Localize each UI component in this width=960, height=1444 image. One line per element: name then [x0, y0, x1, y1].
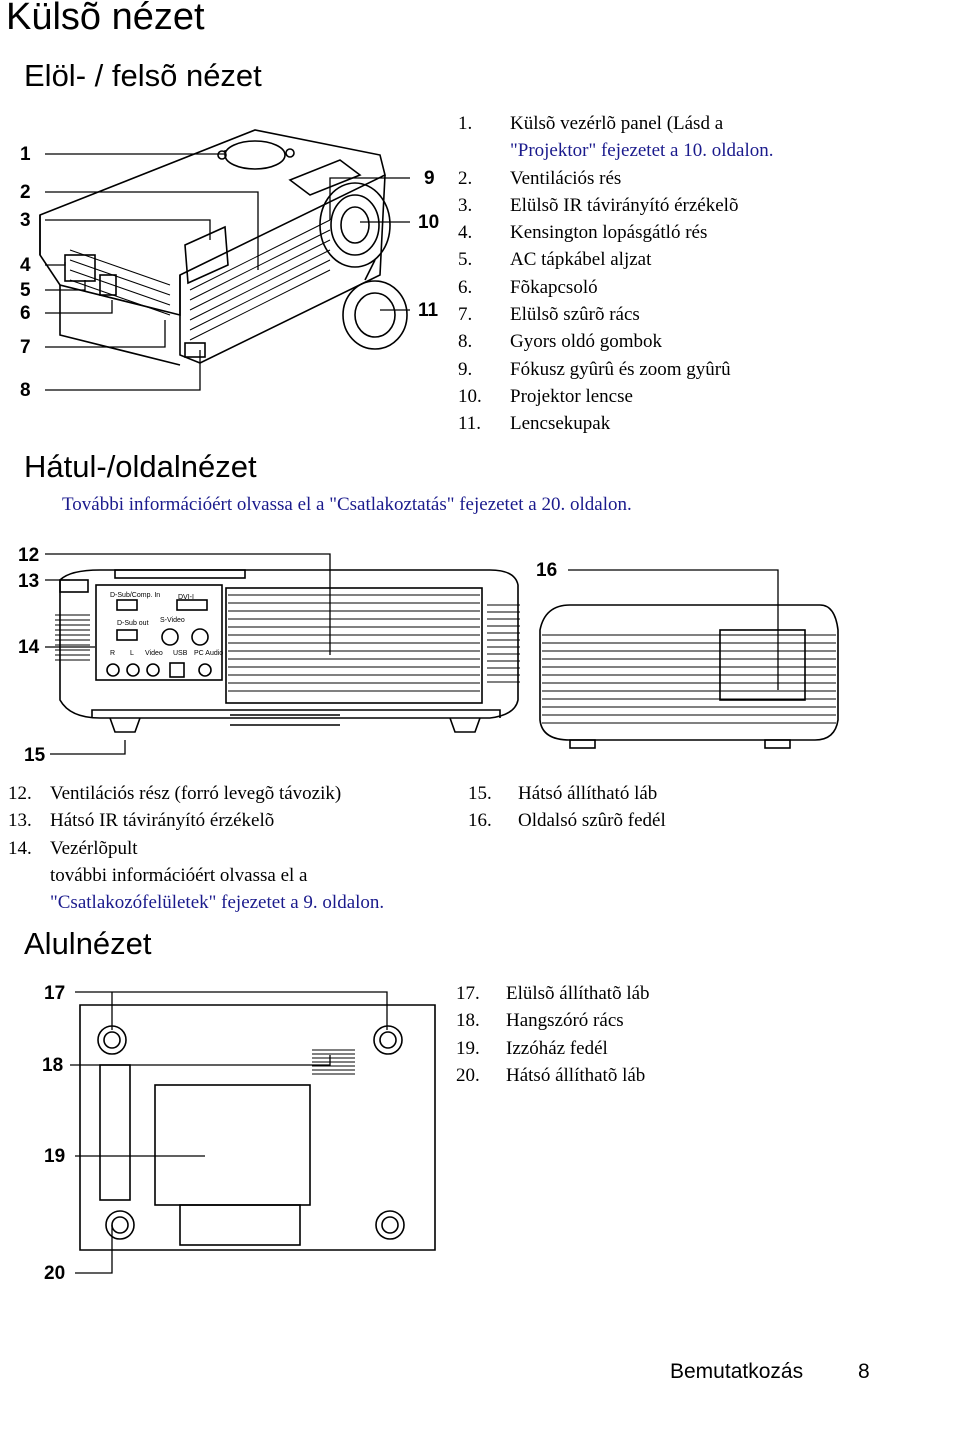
list-item: további információért olvassa el a	[50, 864, 308, 886]
callout-11: 11	[418, 300, 439, 321]
callout-15: 15	[24, 745, 46, 766]
bottom-leader-lines	[70, 991, 388, 1274]
footer-section: Bemutatkozás	[670, 1360, 804, 1383]
rear-view-heading: Hátul-/oldalnézet	[24, 449, 257, 484]
list-item: 6.Fõkapcsoló	[458, 276, 598, 298]
callout-2: 2	[20, 182, 31, 203]
callout-20: 20	[44, 1263, 66, 1284]
side-view-illustration	[539, 604, 839, 749]
list-item: 5.AC tápkábel aljzat	[458, 249, 652, 271]
list-item: 14.Vezérlõpult	[8, 837, 138, 859]
callout-10: 10	[418, 212, 440, 233]
callout-6: 6	[20, 303, 31, 324]
label-dsub-in: D-Sub/Comp. In	[110, 592, 161, 599]
list-item: 11.Lencsekupak	[458, 413, 611, 435]
list-item: 1.Külsõ vezérlõ panel (Lásd a	[458, 113, 724, 134]
callout-5: 5	[20, 280, 31, 301]
list-item: "Csatlakozófelületek" fejezetet a 9. old…	[50, 892, 385, 914]
label-video: Video	[145, 650, 163, 657]
list-item: 8.Gyors oldó gombok	[458, 331, 662, 353]
rear-leader-lines	[45, 553, 779, 755]
callout-9: 9	[424, 168, 435, 189]
list-item: 3.Elülsõ IR távirányító érzékelõ	[458, 194, 739, 216]
page-title: Külsõ nézet	[6, 0, 205, 38]
list-item: 19.Izzóház fedél	[456, 1037, 608, 1059]
bottom-parts-list: 17.Elülsõ állíthatõ láb 18.Hangszóró rác…	[456, 980, 650, 1089]
list-item: 9.Fókusz gyûrû és zoom gyûrû	[458, 358, 731, 380]
callout-13: 13	[18, 571, 40, 592]
front-leader-lines	[45, 150, 410, 391]
rear-parts-list-right: 15.Hátsó állítható láb 16.Oldalsó szûrõ …	[468, 780, 666, 835]
page-number: 8	[858, 1360, 870, 1383]
callout-12: 12	[18, 545, 40, 566]
front-view-illustration	[39, 129, 408, 366]
list-item: 4.Kensington lopásgátló rés	[458, 222, 708, 244]
front-parts-list: 1.Külsõ vezérlõ panel (Lásd a "Projektor…	[458, 110, 773, 438]
list-item: 20.Hátsó állíthatõ láb	[456, 1064, 646, 1086]
list-item: 17.Elülsõ állíthatõ láb	[456, 983, 650, 1004]
list-item: 7.Elülsõ szûrõ rács	[458, 304, 640, 326]
bottom-view-illustration	[79, 1004, 436, 1251]
callout-4: 4	[20, 255, 31, 276]
label-usb: USB	[173, 650, 188, 657]
front-view-heading: Elöl- / felsõ nézet	[24, 58, 262, 93]
list-item: "Projektor" fejezetet a 10. oldalon.	[510, 140, 774, 162]
list-item: 10.Projektor lencse	[458, 385, 633, 407]
list-item: 18.Hangszóró rács	[456, 1010, 624, 1032]
list-item: 15.Hátsó állítható láb	[468, 783, 658, 804]
callout-17: 17	[44, 983, 66, 1004]
label-l: L	[130, 650, 134, 657]
label-svideo: S-Video	[160, 617, 185, 624]
callout-18: 18	[42, 1055, 64, 1076]
list-item: 13.Hátsó IR távirányító érzékelõ	[8, 810, 275, 832]
callout-7: 7	[20, 337, 31, 358]
callout-19: 19	[44, 1146, 66, 1167]
label-dvi: DVI-I	[178, 594, 194, 601]
list-item: 16.Oldalsó szûrõ fedél	[468, 810, 666, 832]
callout-14: 14	[18, 637, 40, 658]
list-item: 12.Ventilációs rész (forró levegõ távozi…	[8, 783, 342, 804]
rear-note: További információért olvassa el a "Csat…	[62, 494, 632, 515]
list-item: 2.Ventilációs rés	[458, 167, 622, 189]
callout-1: 1	[20, 144, 31, 165]
bottom-view-heading: Alulnézet	[24, 926, 152, 961]
label-dsub-out: D-Sub out	[117, 620, 149, 627]
rear-view-illustration	[55, 569, 520, 733]
label-pc-audio: PC Audio	[194, 650, 224, 657]
rear-parts-list-left: 12.Ventilációs rész (forró levegõ távozi…	[8, 780, 384, 916]
label-r: R	[110, 650, 116, 657]
callout-3: 3	[20, 210, 31, 231]
callout-16: 16	[536, 560, 558, 581]
callout-8: 8	[20, 380, 31, 401]
